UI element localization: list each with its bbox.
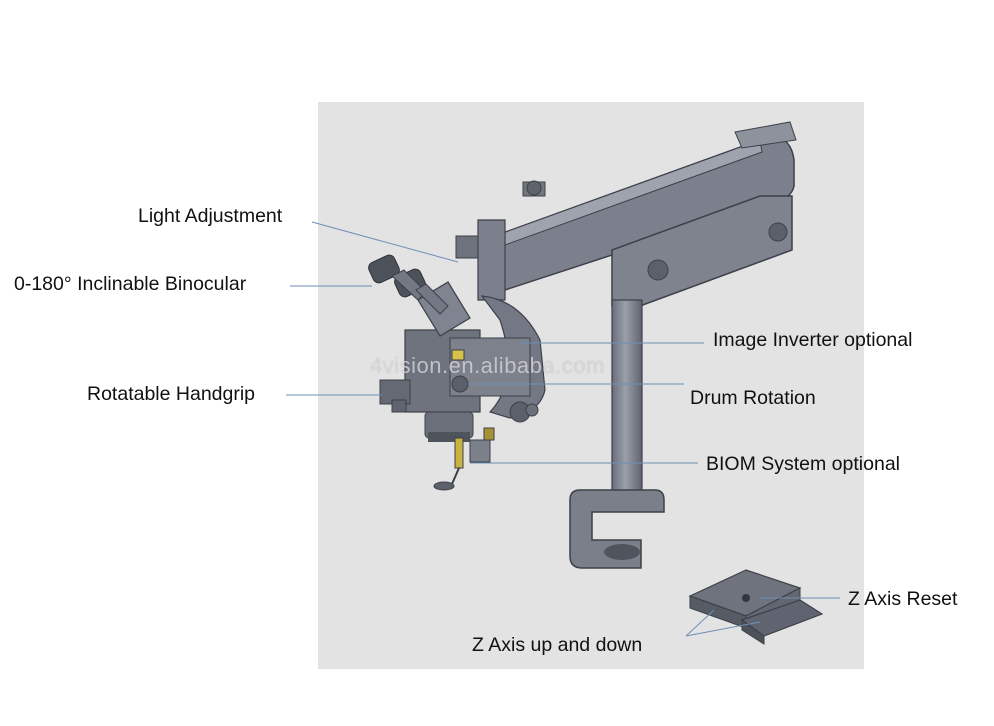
leader-light-adjustment	[311, 221, 459, 263]
label-image-inverter: Image Inverter optional	[713, 329, 913, 351]
label-binocular: 0-180° Inclinable Binocular	[14, 273, 247, 295]
microscope-head	[368, 219, 546, 491]
watermark: 4vision.en.alibaba.com	[370, 353, 605, 378]
leader-z-updown-a	[685, 609, 715, 637]
arm	[477, 121, 797, 291]
label-z-updown: Z Axis up and down	[472, 634, 643, 656]
label-drum-rotation: Drum Rotation	[690, 387, 816, 409]
leader-z-updown-b	[685, 621, 761, 637]
column	[569, 195, 793, 569]
leader-lines	[286, 221, 840, 637]
label-biom: BIOM System optional	[706, 453, 900, 475]
label-light-adjustment: Light Adjustment	[138, 205, 283, 227]
label-z-reset: Z Axis Reset	[848, 588, 958, 610]
label-handgrip: Rotatable Handgrip	[87, 383, 256, 405]
